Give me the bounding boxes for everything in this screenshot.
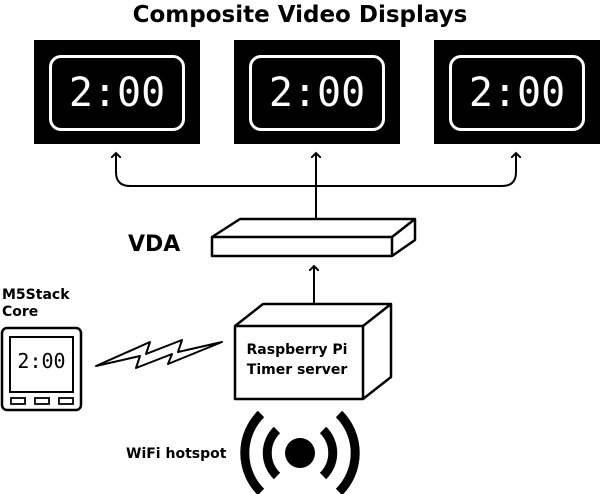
m5stack-label-line1: M5Stack xyxy=(2,287,70,303)
m5stack-label-line2: Core xyxy=(2,304,39,320)
diagram-title: Composite Video Displays xyxy=(132,2,468,28)
raspberry-pi-label: Raspberry Pi Timer server xyxy=(236,340,358,380)
display-center-time: 2:00 xyxy=(249,55,385,131)
display-left-time: 2:00 xyxy=(49,55,185,131)
vda-to-displays-connector xyxy=(116,153,516,226)
m5stack-label: M5Stack Core xyxy=(2,287,70,321)
wifi-hotspot-label: WiFi hotspot xyxy=(126,446,227,462)
display-monitor-right: 2:00 xyxy=(434,40,600,144)
raspberry-pi-box xyxy=(233,302,393,401)
m5stack-screen-time: 2:00 xyxy=(17,349,66,373)
wifi-hotspot-icon xyxy=(240,410,360,494)
display-monitor-left: 2:00 xyxy=(34,40,200,144)
wireless-link-icon xyxy=(95,339,223,369)
raspberry-pi-label-line1: Raspberry Pi xyxy=(246,342,348,358)
raspberry-pi-label-line2: Timer server xyxy=(246,362,348,378)
m5stack-device xyxy=(0,326,83,412)
display-right-time: 2:00 xyxy=(449,55,585,131)
display-monitor-center: 2:00 xyxy=(234,40,400,144)
vda-box xyxy=(210,217,417,258)
vda-label: VDA xyxy=(128,232,181,257)
